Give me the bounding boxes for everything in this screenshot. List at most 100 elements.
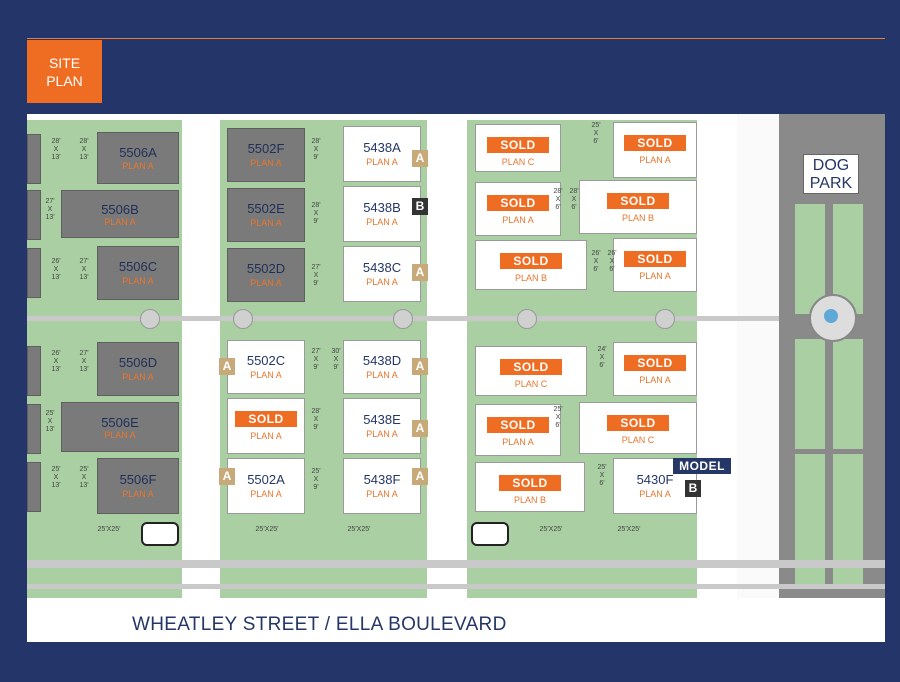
vertical-road	[737, 114, 779, 604]
lot-5438F[interactable]: 5438F PLAN A	[343, 458, 421, 514]
sold-badge: SOLD	[487, 195, 549, 211]
lot-5438C[interactable]: 5438C PLAN A	[343, 246, 421, 302]
lot-partial	[27, 346, 41, 396]
dog-park-line-1: DOG	[812, 157, 850, 174]
dimension-label: 25'X25'	[97, 526, 121, 533]
dimension-label: 28' X 9'	[311, 202, 321, 225]
dimension-label: 26' X 6'	[607, 250, 617, 273]
plan-a-tag: A	[412, 358, 428, 375]
main-street	[27, 598, 885, 642]
lot-plan: PLAN A	[366, 489, 398, 500]
lot-plan: PLAN A	[639, 271, 671, 281]
lot-number: 5438F	[363, 471, 401, 487]
model-home-badge: MODEL	[673, 458, 731, 474]
lot-plan: PLAN A	[366, 429, 398, 440]
lot-plan: PLAN A	[250, 370, 282, 381]
vertical-road	[697, 114, 737, 604]
sold-badge: SOLD	[624, 251, 686, 267]
lot-plan: PLAN A	[250, 489, 282, 500]
car-icon	[141, 522, 179, 546]
dimension-label: 27' X 13'	[45, 198, 55, 221]
lot-plan: PLAN A	[366, 370, 398, 381]
lot-number: 5506C	[118, 259, 158, 275]
plan-a-tag: A	[412, 420, 428, 437]
vertical-road	[427, 114, 467, 604]
lot-plan: PLAN A	[122, 489, 154, 500]
plan-b-tag: B	[685, 480, 701, 497]
badge-line-2: PLAN	[46, 72, 83, 89]
dimension-label: 30' X 9'	[331, 348, 341, 371]
roundabout	[517, 309, 537, 329]
dog-park-label: DOG PARK	[803, 154, 859, 194]
sold-badge: SOLD	[624, 355, 686, 371]
lot-partial	[27, 134, 41, 184]
plan-a-tag: A	[412, 468, 428, 485]
lot-5438E[interactable]: 5438E PLAN A	[343, 398, 421, 454]
lot-plan: PLAN C	[514, 379, 548, 389]
sold-badge: SOLD	[607, 415, 669, 431]
dimension-label: 28' X 6'	[569, 188, 579, 211]
lot-plan: PLAN A	[122, 276, 154, 287]
lot-number: 5438C	[362, 259, 402, 275]
dog-park-lawn	[795, 204, 825, 314]
lot-plan: PLAN A	[366, 157, 398, 168]
dimension-label: 24' X 6'	[597, 346, 607, 369]
dimension-label: 28' X 13'	[51, 138, 61, 161]
dimension-label: 25' X 13'	[79, 466, 89, 489]
lot-5438B[interactable]: 5438B PLAN A	[343, 186, 421, 242]
dimension-label: 28' X 6'	[553, 188, 563, 211]
car-icon	[471, 522, 509, 546]
sold-badge: SOLD	[607, 193, 669, 209]
lot-number: 5438B	[363, 199, 401, 215]
lot-number: 5430F	[636, 471, 674, 487]
roundabout	[140, 309, 160, 329]
dimension-label: 28' X 9'	[311, 138, 321, 161]
dimension-label: 25' X 9'	[311, 468, 321, 491]
dimension-label: 25'X25'	[539, 526, 563, 533]
lot-number: 5506E	[101, 414, 139, 430]
dimension-label: 28' X 9'	[311, 408, 321, 431]
lot-plan: PLAN A	[104, 216, 136, 227]
sold-badge: SOLD	[487, 417, 549, 433]
lot-number: 5502E	[247, 201, 285, 217]
lot-plan: PLAN B	[621, 213, 654, 223]
header-rule	[27, 38, 885, 39]
lot-number: 5506F	[119, 471, 157, 487]
dimension-label: 27' X 13'	[79, 350, 89, 373]
lot-sold-r3[interactable]: SOLD PLAN A	[613, 238, 697, 292]
lot-plan: PLAN A	[366, 277, 398, 288]
lot-number: 5438E	[363, 411, 401, 427]
lot-plan: PLAN A	[366, 217, 398, 228]
fountain-center	[824, 309, 838, 323]
lot-number: 5506A	[119, 145, 157, 160]
lot-plan: PLAN B	[514, 273, 547, 283]
plan-a-tag: A	[412, 150, 428, 167]
roundabout	[233, 309, 253, 329]
lot-partial	[27, 404, 41, 454]
lot-5506F[interactable]: 5506F PLAN A	[97, 458, 179, 514]
dimension-label: 26' X 13'	[51, 258, 61, 281]
lot-sold-r2[interactable]: SOLD PLAN B	[579, 180, 697, 234]
